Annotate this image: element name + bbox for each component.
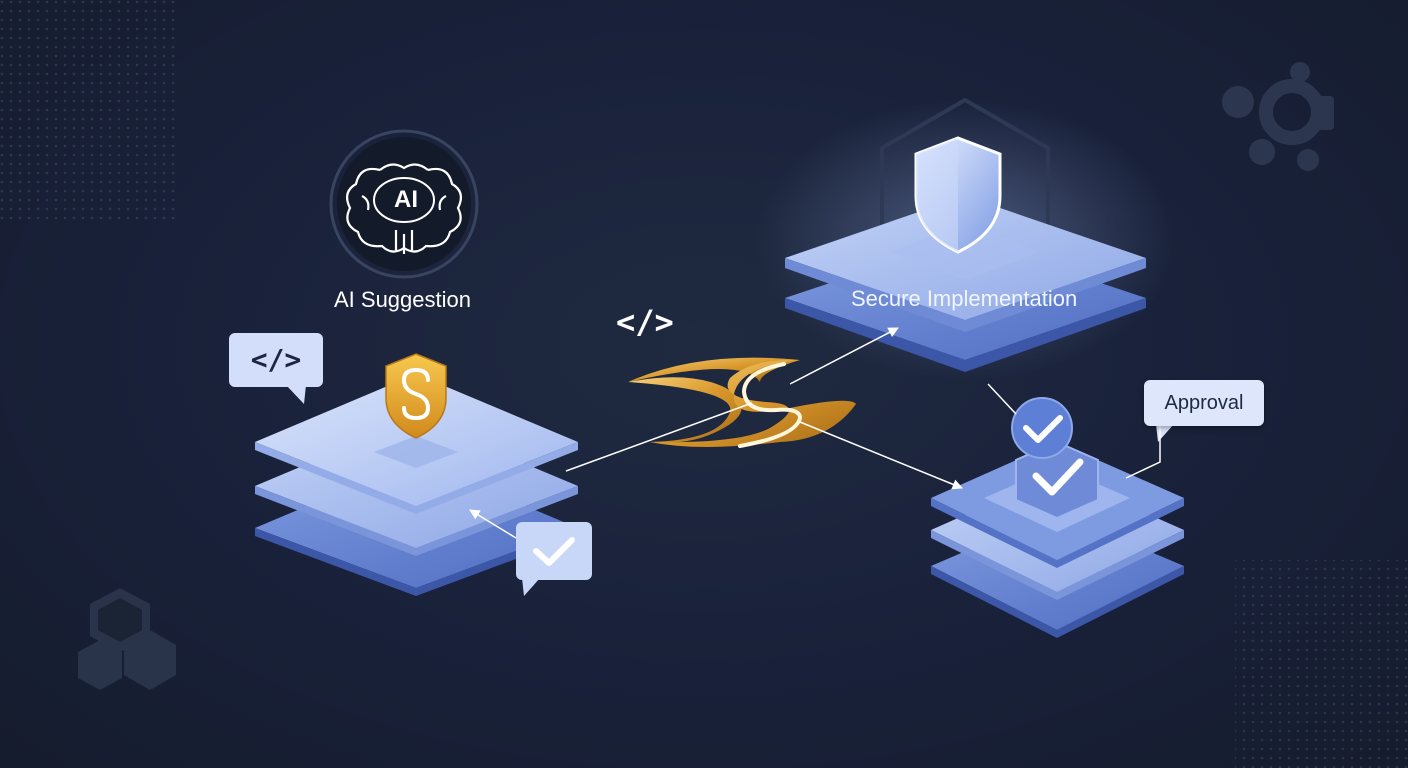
approval-connector — [1125, 426, 1161, 479]
arrow-swoosh-to-secure — [789, 327, 899, 385]
code-icon-center: </> — [616, 303, 674, 341]
arrow-secure-to-approval — [987, 383, 1017, 415]
secure-platform-stack — [785, 196, 1146, 372]
check-icon — [1032, 458, 1084, 496]
check-bubble-left — [516, 522, 592, 596]
left-platform-stack — [255, 374, 578, 596]
approval-bubble-tail — [1156, 424, 1174, 442]
ai-badge-label: AI — [394, 186, 418, 213]
approval-check-badge — [1011, 397, 1099, 520]
arrow-left-to-swoosh — [565, 402, 753, 472]
dot-pattern-bottom-right — [1235, 560, 1408, 768]
arrow-check-to-left-stack — [469, 509, 517, 539]
dot-pattern-top-left — [0, 0, 175, 225]
secure-implementation-label: Secure Implementation — [851, 286, 1078, 311]
check-icon — [533, 537, 575, 566]
approval-label: Approval — [1144, 380, 1264, 426]
ai-suggestion-label: AI Suggestion — [334, 287, 471, 312]
code-tag-left-tail — [286, 385, 306, 404]
arrow-swoosh-to-approval — [799, 421, 963, 490]
ai-brain-badge — [329, 129, 479, 279]
swoosh-s-logo — [628, 357, 856, 448]
brain-icon — [345, 163, 463, 254]
shield-s-icon — [385, 353, 447, 439]
shield-icon — [914, 136, 1002, 254]
hexagon-network-icon — [78, 588, 176, 690]
check-icon — [1023, 415, 1063, 443]
code-icon: </> — [229, 333, 323, 387]
gear-cluster-icon — [1222, 62, 1334, 171]
